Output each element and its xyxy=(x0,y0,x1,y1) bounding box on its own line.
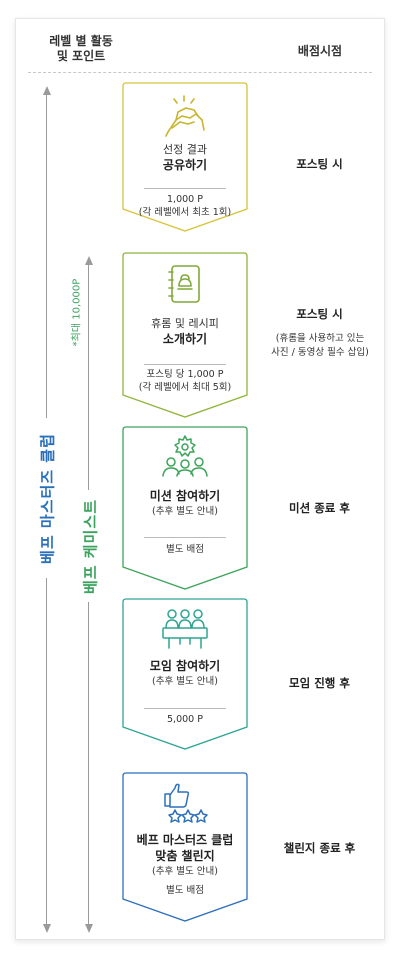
card-points: 별도 배점 xyxy=(166,544,204,555)
camist-arrow-up-icon xyxy=(84,256,93,265)
camist-max-note: *최대 10,000P xyxy=(71,278,83,347)
master-arrow-up-icon xyxy=(42,86,51,95)
header-left-line1: 레벨 별 활동 xyxy=(49,34,113,48)
card-line2: 맞춤 챌린지 xyxy=(155,849,215,863)
card-shape xyxy=(122,82,248,232)
timing-card2-note1: (휴롬을 사용하고 있는 xyxy=(275,333,365,344)
recipe-book-icon xyxy=(168,265,200,303)
master-label-gap xyxy=(38,418,56,578)
camist-label: 베프 케미스트 xyxy=(81,498,100,595)
card-shape xyxy=(122,426,248,590)
card-mission: 미션 참여하기 (추후 별도 안내) 별도 배점 xyxy=(122,426,248,590)
timing-card2: 포스팅 시 xyxy=(296,307,343,321)
card-shape xyxy=(122,252,248,418)
card-sub: (추후 별도 안내) xyxy=(152,506,218,517)
thumbs-up-stars-icon xyxy=(164,783,208,823)
card-sub: (추후 별도 안내) xyxy=(152,676,218,687)
timing-card3: 미션 종료 후 xyxy=(289,501,350,515)
card-line1: 베프 마스터즈 클럽 xyxy=(136,833,234,847)
header-divider xyxy=(28,72,372,73)
master-arrow-down-icon xyxy=(42,924,51,933)
timing-card4: 모임 진행 후 xyxy=(289,676,350,690)
card-points: 포스팅 당 1,000 P xyxy=(146,369,224,380)
card-separator xyxy=(144,364,226,365)
meeting-group-icon xyxy=(162,609,208,649)
card-meeting: 모임 참여하기 (추후 별도 안내) 5,000 P xyxy=(122,598,248,750)
card-points: 별도 배점 xyxy=(166,885,204,896)
card-points: 5,000 P xyxy=(167,714,203,725)
card-line1: 미션 참여하기 xyxy=(149,489,221,503)
master-club-label: 베프 마스터즈 클럽 xyxy=(38,433,57,564)
timing-card5: 챌린지 종료 후 xyxy=(283,841,356,855)
card-line1: 휴롬 및 레시피 xyxy=(151,317,219,330)
card-separator xyxy=(144,708,226,709)
card-sub: (추후 별도 안내) xyxy=(152,866,218,877)
header-scoring-time: 배점시점 xyxy=(297,44,343,58)
camist-label-gap xyxy=(80,490,98,602)
timing-card1: 포스팅 시 xyxy=(296,157,343,171)
card-line2: 공유하기 xyxy=(162,158,208,172)
handshake-icon xyxy=(165,95,205,137)
header-left-line2: 및 포인트 xyxy=(56,49,106,63)
header-activities-points: 레벨 별 활동 및 포인트 xyxy=(38,34,124,64)
card-line2: 소개하기 xyxy=(162,332,208,346)
card-challenge: 베프 마스터즈 클럽 맞춤 챌린지 (추후 별도 안내) 별도 배점 xyxy=(122,772,248,922)
card-points: 1,000 P xyxy=(167,194,203,205)
card-shape xyxy=(122,598,248,750)
card-points-note: (각 레벨에서 최초 1회) xyxy=(138,207,232,218)
card-shape xyxy=(122,772,248,922)
card-recipe-intro: 휴롬 및 레시피 소개하기 포스팅 당 1,000 P (각 레벨에서 최대 5… xyxy=(122,252,248,418)
card-separator xyxy=(144,188,226,189)
card-line1: 모임 참여하기 xyxy=(149,659,221,673)
card-share-result: 선정 결과 공유하기 1,000 P (각 레벨에서 최초 1회) xyxy=(122,82,248,232)
card-line1: 선정 결과 xyxy=(163,143,207,156)
card-points-note: (각 레벨에서 최대 5회) xyxy=(138,382,232,393)
card-separator xyxy=(144,537,226,538)
mission-team-icon xyxy=(162,435,208,477)
camist-arrow-down-icon xyxy=(84,924,93,933)
timing-card2-note2: 사진 / 동영상 필수 삽입) xyxy=(271,347,369,358)
